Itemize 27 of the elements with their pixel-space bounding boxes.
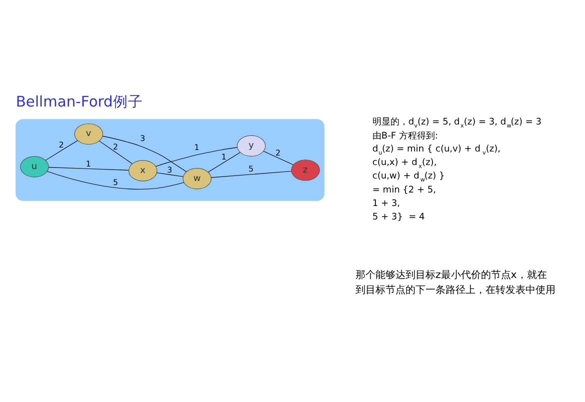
label: c(u,w) + d$_{w}$(z) } — [372, 171, 445, 184]
node-ellipse: v — [74, 122, 104, 144]
caption: 那个能够达到目标z最小代价的节点x，就在到目标节点的下一条路径上，在转发表中使用 — [355, 270, 556, 296]
node-ellipse: z — [291, 159, 320, 180]
connector — [45, 140, 78, 160]
connector — [156, 172, 184, 176]
connector — [47, 170, 184, 189]
connector — [102, 135, 187, 172]
label: 由B-F 方程得到: — [372, 130, 438, 141]
label: 1 + 3, — [372, 198, 400, 209]
label: = min {2 + 5, — [372, 185, 436, 196]
connector — [48, 166, 129, 170]
diagram-title: Bellman-Ford例子 — [16, 92, 143, 110]
connector — [263, 150, 294, 165]
node-ellipse: u — [20, 156, 49, 177]
node-ellipse: w — [182, 168, 212, 189]
node-ellipse: y — [236, 134, 266, 156]
label: 明显的，d$_{v}$(z) = 5, d$_{x}$(z) = 3, d$_{w}$(z) = 3 — [372, 116, 542, 129]
connector — [98, 140, 132, 164]
label: c(u,x) + d$_{x}$(z), — [372, 157, 437, 170]
connector — [210, 170, 292, 178]
connector — [156, 146, 238, 166]
connector — [208, 152, 240, 172]
node-ellipse: x — [128, 160, 158, 181]
label: d$_{u}$(z) = min { c(u,v) + d$_{v}$(z), — [372, 144, 500, 156]
label: 5 + 3} = 4 — [372, 212, 425, 222]
cluster — [16, 118, 324, 200]
